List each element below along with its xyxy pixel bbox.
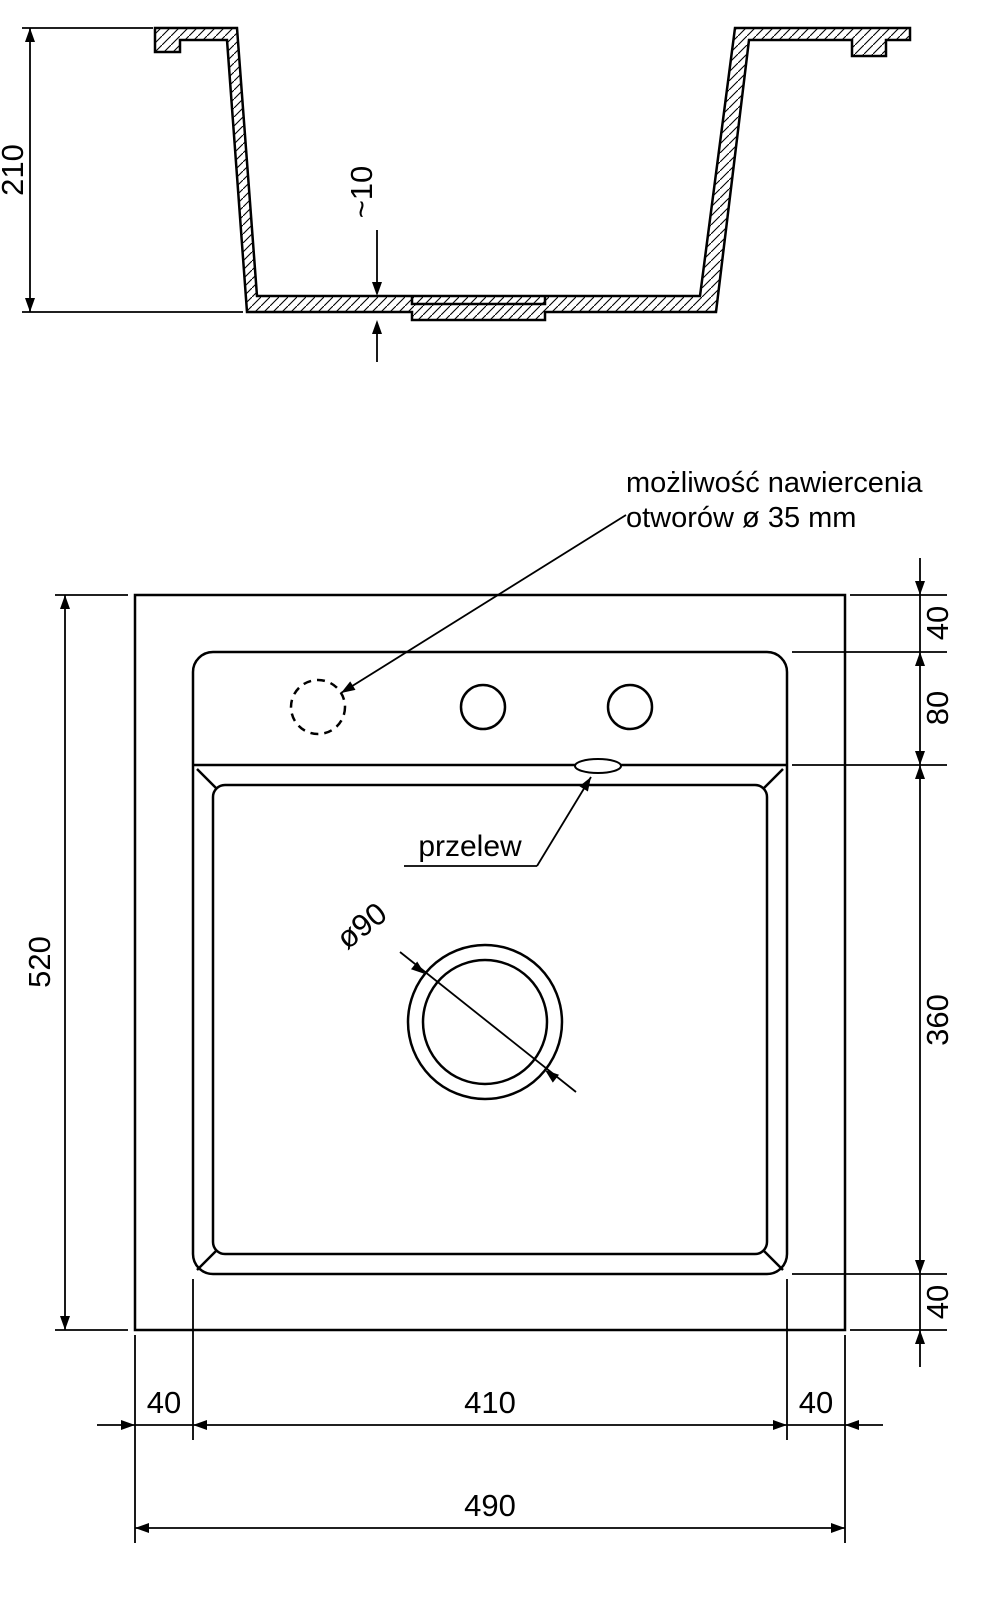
dimension-arrow: [773, 1420, 787, 1430]
dimension-arrow: [135, 1523, 149, 1533]
drain-recess-detail: [410, 296, 547, 306]
dimension-arrow: [545, 1070, 559, 1083]
dim-label-total-width: 490: [464, 1488, 516, 1523]
drain-outer-circle: [406, 943, 564, 1101]
dim-label-left-edge: 40: [147, 1385, 181, 1420]
cross-section-view: 210 ~10: [0, 26, 912, 362]
dim-label-section-height: 210: [0, 144, 30, 196]
dimension-right-stack: 40 80 360 40: [792, 558, 955, 1367]
dim-label-right-edge: 40: [799, 1385, 833, 1420]
dimension-arrow: [372, 320, 382, 334]
dim-label-bottom-thickness: ~10: [344, 166, 379, 219]
dim-label-bottom-edge: 40: [920, 1285, 955, 1319]
dimension-490: 490: [135, 1488, 845, 1533]
dimension-210: 210: [0, 27, 243, 313]
dim-label-top-edge: 40: [920, 606, 955, 640]
drilling-note: możliwość nawiercenia otworów ø 35 mm: [340, 467, 923, 694]
dimension-arrow: [193, 1420, 207, 1430]
dimension-arrow: [831, 1523, 845, 1533]
dimension-arrow: [915, 765, 925, 779]
optional-tap-hole-dashed: [289, 678, 347, 736]
dimension-arrow: [25, 298, 35, 312]
bowl-corner-chamfer: [196, 768, 218, 790]
dimension-arrow: [121, 1420, 135, 1430]
top-view-dimensions: 520 40 80 360 40: [22, 558, 955, 1543]
dimension-arrow: [915, 581, 925, 595]
bowl-corner-chamfer: [762, 768, 784, 790]
dim-label-bowl-length: 360: [920, 994, 955, 1046]
bowl-corner-chamfer: [762, 1249, 784, 1271]
overflow-label: przelew: [418, 830, 522, 863]
leader-line: [399, 951, 577, 1093]
leader-line: [340, 514, 627, 694]
bowl-corner-chamfer: [196, 1249, 218, 1271]
drilling-note-line1: możliwość nawiercenia: [626, 467, 923, 499]
dimension-520: 520: [22, 594, 128, 1331]
top-view: ø90 przelew możliwość nawiercenia otworó…: [133, 467, 923, 1332]
dimension-arrow: [915, 1330, 925, 1344]
dimension-arrow: [845, 1420, 859, 1430]
dimension-arrow: [25, 28, 35, 42]
dim-label-bowl-width: 410: [464, 1385, 516, 1420]
sink-section-profile: [153, 26, 912, 322]
sink-outer-edge: [133, 593, 847, 1332]
dim-label-tap-deck: 80: [920, 691, 955, 725]
dimension-arrow: [915, 652, 925, 666]
dimension-bottom-thickness: ~10: [344, 166, 382, 362]
overflow-callout: przelew: [404, 776, 592, 867]
drain-diameter-label: ø90: [330, 895, 394, 955]
leader-arrow: [579, 777, 591, 792]
dimension-arrow: [372, 282, 382, 296]
sink-rim-line: [191, 650, 789, 1276]
leader-line: [536, 776, 592, 867]
dim-label-total-height: 520: [22, 936, 57, 988]
dimension-arrow: [411, 961, 425, 974]
drilling-note-line2: otworów ø 35 mm: [626, 502, 856, 534]
tap-hole: [459, 683, 507, 731]
dimension-arrow: [915, 1260, 925, 1274]
dimension-arrow: [60, 595, 70, 609]
overflow-slot: [574, 758, 622, 774]
tap-hole: [606, 683, 654, 731]
bowl-inner-edge: [211, 783, 769, 1256]
leader-arrow: [341, 681, 356, 693]
dimension-arrow: [915, 751, 925, 765]
dimension-bottom-chain: 40 410 40: [97, 1279, 883, 1543]
dimension-arrow: [60, 1316, 70, 1330]
drain-inner-circle: [421, 958, 549, 1086]
